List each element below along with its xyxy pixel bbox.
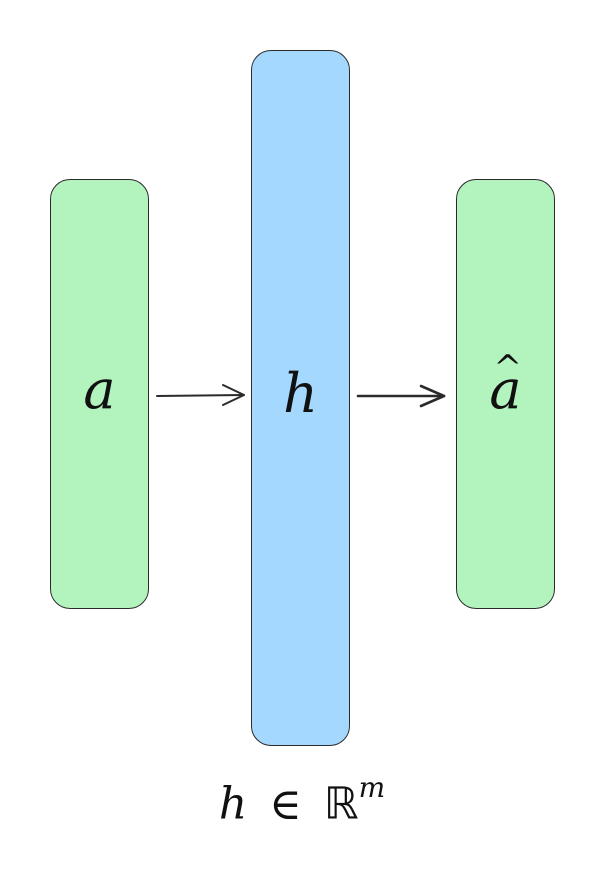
caption-exponent: m bbox=[358, 771, 386, 804]
arrow-hidden-to-output bbox=[356, 384, 446, 408]
caption-relation: ∈ bbox=[269, 778, 302, 830]
caption-set: ℝ bbox=[323, 778, 359, 830]
input-vector-block: a bbox=[50, 179, 149, 609]
output-symbol-group: ^ a bbox=[489, 351, 522, 421]
dimension-caption: h ∈ ℝm bbox=[0, 774, 604, 830]
output-hat-accent: ^ bbox=[493, 348, 523, 388]
arrow-input-to-hidden bbox=[156, 384, 245, 406]
output-symbol: a bbox=[489, 358, 522, 421]
output-vector-block: ^ a bbox=[456, 179, 555, 609]
hidden-vector-block: h bbox=[251, 50, 350, 746]
input-symbol: a bbox=[83, 358, 116, 421]
hidden-symbol: h bbox=[283, 362, 318, 425]
caption-variable: h bbox=[218, 778, 248, 830]
